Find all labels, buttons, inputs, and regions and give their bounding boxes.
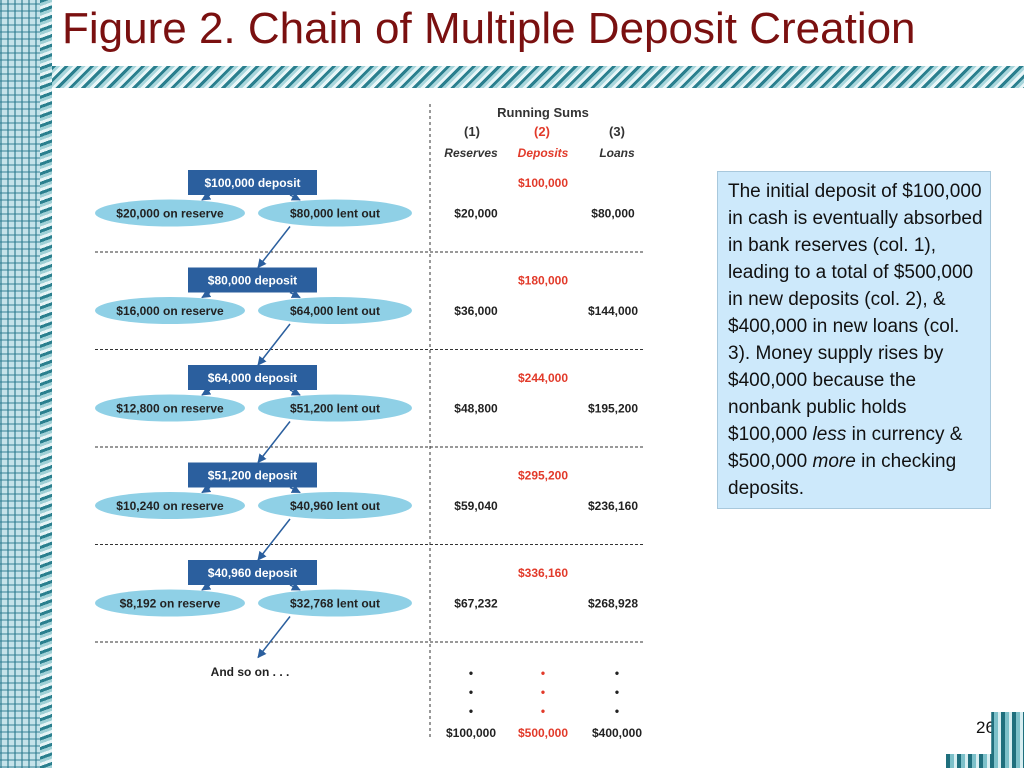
arrow-to-next-deposit: [257, 518, 291, 561]
explanation-less: less: [812, 424, 847, 445]
arrow-to-reserve: [201, 289, 212, 299]
arrow-to-lent: [289, 192, 301, 201]
deposit-box: [188, 560, 317, 585]
deposit-label: $51,200 deposit: [208, 469, 297, 483]
col-2-heading: Deposits: [518, 146, 569, 160]
explanation-part-2: in currency & $500,000: [728, 424, 963, 472]
deposit-box: [188, 267, 317, 293]
arrow-to-reserve: [201, 484, 212, 494]
sum-deposits: $180,000: [518, 274, 568, 288]
lent-label: $64,000 lent out: [290, 304, 380, 318]
title-underline-band: [52, 66, 1024, 88]
continuation-dot: •: [469, 685, 473, 699]
reserve-label: $12,800 on reserve: [116, 402, 224, 416]
total-reserves: $100,000: [446, 726, 496, 740]
arrow-to-next-deposit: [257, 323, 291, 366]
lent-ellipse: [258, 394, 412, 422]
arrow-to-next-deposit: [257, 421, 291, 464]
arrow-to-next-deposit: [257, 226, 291, 269]
sum-deposits: $100,000: [518, 176, 568, 190]
col-3-heading: Loans: [599, 146, 635, 160]
deposit-box: [188, 462, 317, 488]
reserve-label: $16,000 on reserve: [116, 304, 224, 318]
sum-loans: $236,160: [588, 499, 638, 513]
lent-label: $51,200 lent out: [290, 402, 380, 416]
lent-ellipse: [258, 297, 412, 324]
deposit-label: $100,000 deposit: [204, 176, 300, 190]
reserve-ellipse: [95, 199, 245, 227]
sum-reserves: $48,800: [454, 402, 498, 416]
total-deposits: $500,000: [518, 726, 568, 740]
continuation-dot: •: [541, 704, 545, 718]
col-3-number: (3): [609, 124, 625, 139]
reserve-ellipse: [95, 394, 245, 422]
reserve-ellipse: [95, 589, 245, 617]
deposit-round: $40,960 deposit $8,192 on reserve $32,768 …: [95, 560, 645, 659]
lent-ellipse: [258, 589, 412, 617]
arrow-to-lent: [289, 387, 301, 396]
running-sums-heading: Running Sums: [497, 105, 589, 120]
deposit-round: $80,000 deposit $16,000 on reserve $64,000…: [95, 267, 645, 366]
and-so-on-label: And so on . . .: [211, 665, 290, 679]
arrow-to-lent: [289, 289, 301, 299]
deposit-label: $40,960 deposit: [208, 566, 297, 580]
explanation-part-1: The initial deposit of $100,000 in cash …: [728, 181, 983, 445]
sum-loans: $268,928: [588, 597, 638, 611]
reserve-label: $10,240 on reserve: [116, 499, 224, 513]
continuation-dot: •: [469, 704, 473, 718]
col-1-heading: Reserves: [444, 146, 498, 160]
slide-title: Figure 2. Chain of Multiple Deposit Crea…: [62, 4, 916, 53]
deposit-round: $64,000 deposit $12,800 on reserve $51,200…: [95, 365, 645, 464]
deposit-round: $100,000 deposit $20,000 on reserve $80,00…: [95, 170, 645, 269]
sum-loans: $144,000: [588, 304, 638, 318]
sum-loans: $80,000: [591, 207, 635, 221]
continuation-dots: • • • • • • • • •: [469, 666, 619, 718]
deposit-box: [188, 365, 317, 390]
reserve-ellipse: [95, 492, 245, 519]
sum-reserves: $59,040: [454, 499, 498, 513]
lent-ellipse: [258, 199, 412, 227]
arrow-to-reserve: [201, 386, 212, 396]
lent-label: $40,960 lent out: [290, 499, 380, 513]
deposit-label: $80,000 deposit: [208, 274, 297, 288]
arrow-to-next-deposit: [257, 616, 291, 659]
explanation-textbox: The initial deposit of $100,000 in cash …: [717, 171, 991, 509]
deposit-box: [188, 170, 317, 195]
reserve-ellipse: [95, 297, 245, 324]
lent-label: $32,768 lent out: [290, 597, 380, 611]
sum-reserves: $67,232: [454, 597, 498, 611]
sum-deposits: $336,160: [518, 566, 568, 580]
sum-loans: $195,200: [588, 402, 638, 416]
col-1-number: (1): [464, 124, 480, 139]
explanation-more: more: [812, 451, 856, 472]
continuation-dot: •: [541, 685, 545, 699]
arrow-to-lent: [289, 582, 301, 591]
sum-deposits: $244,000: [518, 371, 568, 385]
total-loans: $400,000: [592, 726, 642, 740]
col-2-number: (2): [534, 124, 550, 139]
sum-deposits: $295,200: [518, 469, 568, 483]
continuation-dot: •: [615, 685, 619, 699]
sum-reserves: $36,000: [454, 304, 498, 318]
decorative-left-band: [0, 0, 52, 768]
arrow-to-reserve: [201, 581, 212, 591]
reserve-label: $20,000 on reserve: [116, 207, 224, 221]
arrow-to-reserve: [201, 191, 212, 201]
continuation-dot: •: [541, 666, 545, 680]
lent-label: $80,000 lent out: [290, 207, 380, 221]
continuation-dot: •: [615, 666, 619, 680]
arrow-to-lent: [289, 484, 301, 494]
reserve-label: $8,192 on reserve: [120, 597, 221, 611]
deposit-label: $64,000 deposit: [208, 371, 297, 385]
sum-reserves: $20,000: [454, 207, 498, 221]
continuation-dot: •: [615, 704, 619, 718]
rounds-layer: $100,000 deposit $20,000 on reserve $80,00…: [95, 170, 645, 659]
explanation-part-3: in checking deposits.: [728, 451, 957, 499]
deposit-round: $51,200 deposit $10,240 on reserve $40,960…: [95, 462, 645, 561]
lent-ellipse: [258, 492, 412, 519]
page-number: 26: [976, 718, 995, 737]
continuation-dot: •: [469, 666, 473, 680]
